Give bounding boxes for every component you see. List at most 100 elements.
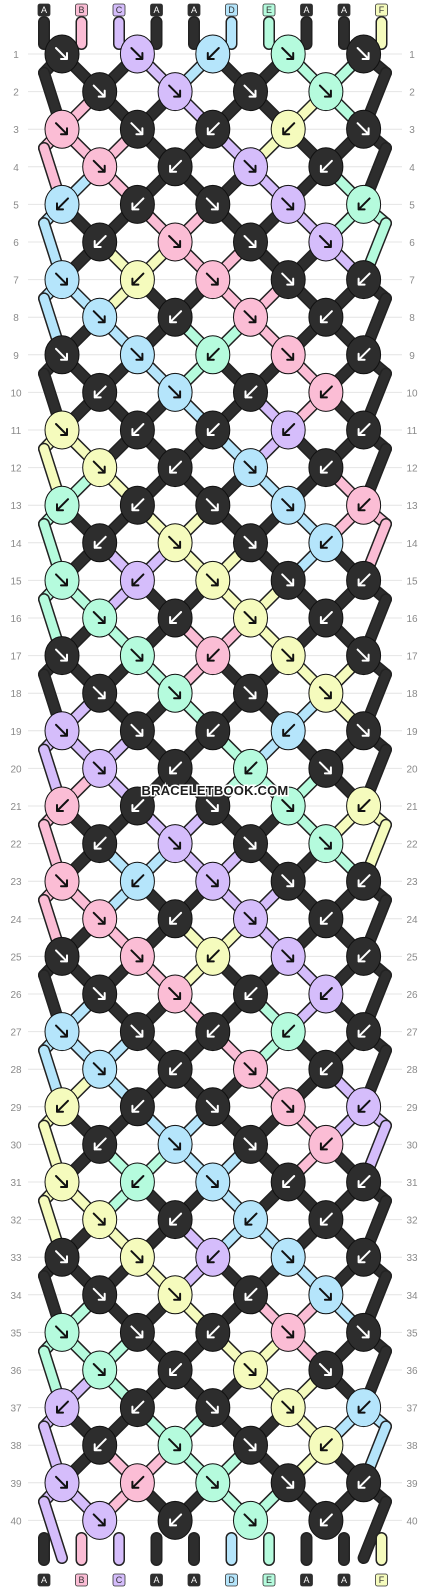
knot — [195, 1087, 231, 1127]
svg-text:F: F — [379, 5, 385, 15]
arrow-down-right-icon — [168, 1287, 182, 1301]
arrow-down-left-icon — [319, 1438, 333, 1452]
arrow-down-left-icon — [357, 573, 371, 587]
bottom-string-tag: D — [225, 1573, 238, 1587]
knot — [233, 448, 268, 488]
knot — [346, 861, 382, 901]
arrow-down-right-icon — [92, 1287, 106, 1301]
row-number-left: 4 — [13, 163, 19, 174]
row-number-left: 1 — [13, 50, 19, 61]
arrow-down-right-icon — [205, 1400, 219, 1414]
knot — [44, 410, 80, 450]
knot — [233, 1049, 268, 1089]
arrow-down-left-icon — [244, 1287, 258, 1301]
knot — [233, 1275, 268, 1315]
arrow-down-right-icon — [356, 648, 370, 662]
row-number-left: 26 — [10, 990, 22, 1001]
knot — [44, 711, 80, 751]
svg-text:E: E — [266, 1575, 272, 1585]
arrow-down-right-icon — [243, 1062, 257, 1076]
svg-text:D: D — [228, 1575, 235, 1585]
arrow-down-right-icon — [281, 347, 295, 361]
row-number-right: 20 — [406, 764, 418, 775]
knot — [270, 861, 306, 901]
knot — [308, 1500, 344, 1540]
arrow-down-right-icon — [281, 1475, 295, 1489]
knot — [119, 260, 155, 300]
arrow-down-right-icon — [243, 159, 257, 173]
row-number-right: 14 — [406, 539, 418, 550]
arrow-down-right-icon — [55, 122, 68, 136]
knot — [195, 861, 231, 901]
row-number-right: 2 — [409, 88, 415, 99]
arrow-down-right-icon — [168, 1438, 182, 1452]
arrow-down-right-icon — [281, 1400, 295, 1414]
arrow-down-right-icon — [243, 84, 257, 98]
arrow-down-left-icon — [206, 1024, 220, 1038]
arrow-down-left-icon — [357, 949, 371, 963]
arrow-down-right-icon — [318, 836, 332, 850]
arrow-down-left-icon — [319, 1212, 333, 1226]
row-number-left: 25 — [10, 952, 22, 963]
knot — [270, 1087, 306, 1127]
arrow-down-right-icon — [243, 1513, 257, 1527]
row-number-right: 13 — [406, 501, 418, 512]
arrow-down-left-icon — [169, 761, 183, 775]
arrow-down-right-icon — [318, 235, 332, 248]
arrow-down-right-icon — [243, 460, 257, 474]
bottom-string-tag: E — [262, 1573, 276, 1587]
knot — [346, 1463, 382, 1503]
arrow-down-right-icon — [55, 347, 68, 361]
arrow-down-right-icon — [92, 310, 106, 324]
arrow-down-left-icon — [131, 498, 145, 512]
row-number-right: 38 — [406, 1441, 418, 1452]
row-number-left: 36 — [10, 1366, 22, 1377]
top-string-tag: B — [75, 3, 88, 17]
row-number-left: 35 — [10, 1328, 22, 1339]
arrow-down-left-icon — [169, 1513, 183, 1527]
knot — [82, 1124, 118, 1164]
arrow-down-right-icon — [55, 874, 68, 888]
arrow-down-right-icon — [205, 498, 219, 512]
top-string-tag: A — [187, 3, 201, 17]
knot — [119, 560, 155, 600]
row-number-right: 35 — [406, 1328, 418, 1339]
knot — [308, 1350, 344, 1390]
svg-text:A: A — [153, 1575, 159, 1585]
knot — [346, 410, 382, 450]
knot — [119, 636, 155, 676]
knot — [119, 109, 155, 149]
arrow-down-right-icon — [168, 1137, 182, 1151]
top-string-tag: A — [37, 3, 51, 17]
arrow-down-right-icon — [168, 987, 182, 1000]
arrow-down-left-icon — [56, 1099, 69, 1113]
arrow-down-right-icon — [92, 460, 106, 474]
arrow-down-right-icon — [168, 235, 182, 248]
arrow-down-right-icon — [281, 1325, 295, 1339]
knot — [270, 1312, 306, 1352]
knot — [308, 1200, 344, 1240]
knot — [195, 335, 231, 375]
row-number-left: 17 — [10, 652, 22, 663]
knot — [157, 147, 193, 187]
top-string-tag: E — [262, 3, 276, 17]
row-number-left: 27 — [10, 1028, 22, 1039]
arrow-down-right-icon — [281, 874, 295, 888]
knot — [308, 297, 344, 337]
arrow-down-right-icon — [205, 1175, 219, 1188]
arrow-down-left-icon — [357, 1024, 371, 1038]
row-number-right: 5 — [409, 200, 415, 211]
knot — [195, 109, 231, 149]
arrow-down-right-icon — [356, 47, 370, 60]
knot — [119, 1012, 155, 1052]
arrow-down-right-icon — [55, 423, 68, 436]
knot — [44, 861, 80, 901]
knot — [157, 673, 193, 713]
arrow-down-left-icon — [56, 1400, 69, 1414]
top-string-tag: D — [225, 3, 238, 17]
arrow-down-left-icon — [244, 1212, 258, 1226]
knot — [346, 1237, 382, 1277]
arrow-down-right-icon — [92, 686, 106, 700]
knot — [119, 34, 155, 74]
